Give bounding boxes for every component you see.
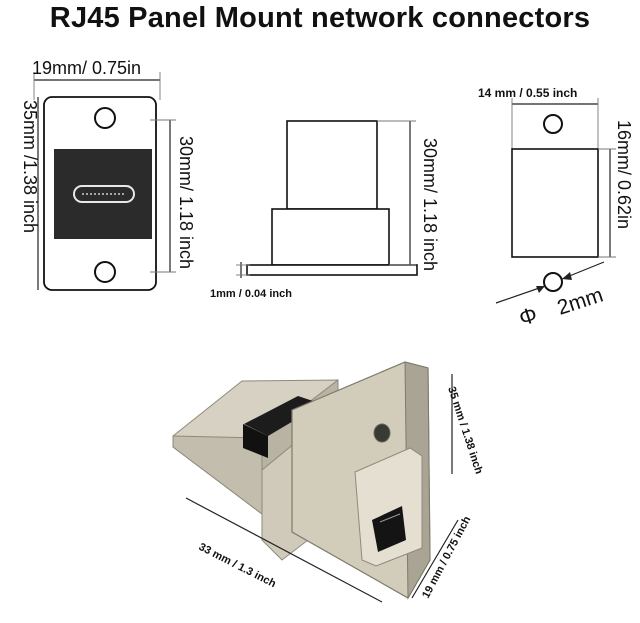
photo-length-label: 33 mm / 1.3 inch xyxy=(197,541,278,590)
front-view: 19mm/ 0.75in 35mm /1.38 inch 30mm/ 1.18 … xyxy=(20,58,196,291)
hole-dimension-left-arrow xyxy=(495,285,546,304)
front-mount-hole-top xyxy=(94,107,116,129)
front-inner-height-label: 30mm/ 1.18 inch xyxy=(176,136,196,269)
diagram-title: RJ45 Panel Mount network connectors xyxy=(49,2,591,34)
back-width-label: 14 mm / 0.55 inch xyxy=(478,86,577,100)
hole-arrow-head-right xyxy=(562,272,572,280)
back-mount-hole-top xyxy=(543,114,563,134)
connector-port-pins xyxy=(379,513,401,523)
photo-length-dimension-line xyxy=(185,497,383,603)
front-mount-hole-bottom xyxy=(94,261,116,283)
side-flange xyxy=(246,264,418,276)
connector-mount-hole xyxy=(373,423,391,443)
photo-width-dimension-line xyxy=(411,519,459,599)
side-lower-body xyxy=(271,208,390,266)
connector-photo xyxy=(172,361,431,600)
hole-diameter-label: 2mm xyxy=(554,283,605,319)
side-view: 30mm/ 1.18 inch 1mm / 0.04 inch xyxy=(210,120,440,300)
connector-rj45-port xyxy=(372,506,406,552)
back-body xyxy=(511,148,599,258)
side-upper-body xyxy=(286,120,378,210)
photo-height-label: 35 mm / 1.38 inch xyxy=(445,385,485,476)
hole-arrow-head-left xyxy=(536,286,545,293)
front-height-label: 35mm /1.38 inch xyxy=(20,100,40,233)
connector-rear-latch-side xyxy=(243,424,268,458)
front-port-slot xyxy=(73,185,135,203)
back-mount-hole-bottom xyxy=(543,272,563,292)
back-height-label: 16mm/ 0.62in xyxy=(614,120,634,229)
back-view: 14 mm / 0.55 inch 16mm/ 0.62in Φ 2mm xyxy=(478,86,634,331)
hole-diameter-symbol: Φ xyxy=(516,302,540,331)
front-width-label: 19mm/ 0.75in xyxy=(32,58,141,78)
flange-thickness-label: 1mm / 0.04 inch xyxy=(210,288,292,300)
side-height-label: 30mm/ 1.18 inch xyxy=(420,138,440,271)
